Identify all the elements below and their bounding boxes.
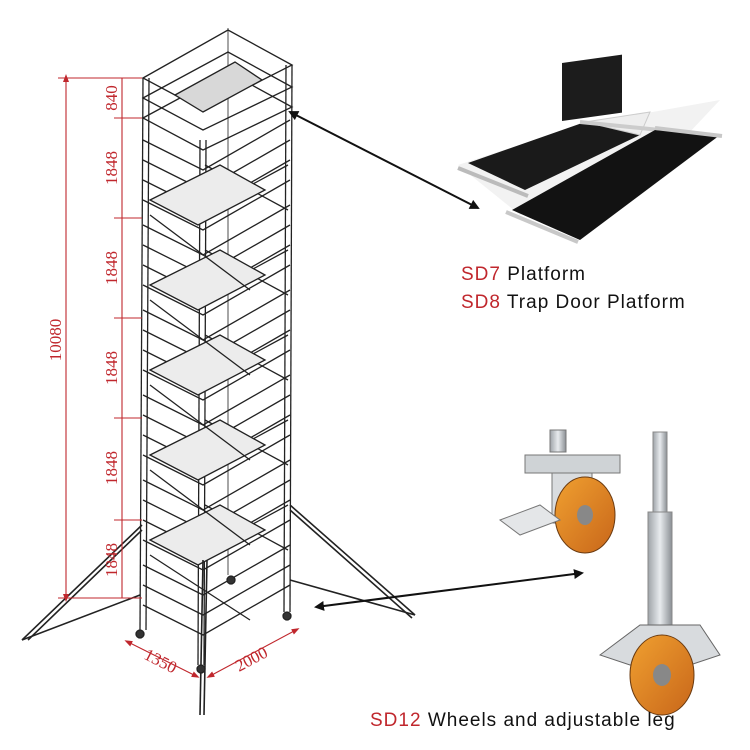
section-ticks (114, 117, 142, 521)
tower-stair-rails (149, 214, 251, 621)
dim-total-height: 10080 (46, 319, 65, 362)
dim-section-4: 1848 (102, 451, 121, 485)
caption-sd7-text: Platform (507, 264, 586, 285)
callout-arrows (288, 111, 584, 611)
caption-sd7-code: SD7 (461, 264, 501, 285)
castor-wheel-photo (498, 429, 621, 554)
sd7-platform (505, 126, 723, 244)
dim-base-width: 1350 (141, 645, 180, 677)
caption-sd12-code: SD12 (370, 710, 422, 731)
adjustable-leg-photo (598, 431, 721, 716)
dim-section-1: 1848 (102, 151, 121, 185)
dim-section-2: 1848 (102, 251, 121, 285)
dim-top-section: 840 (102, 85, 121, 111)
dimension-lines (58, 74, 300, 678)
tower-platforms (148, 164, 267, 566)
platforms-photo (457, 54, 723, 244)
dim-base-length: 2000 (232, 643, 271, 676)
arrow-to-platform (288, 111, 480, 209)
caption-sd12-text: Wheels and adjustable leg (427, 710, 676, 731)
tower-top-guardrail (141, 29, 294, 151)
scaffold-tower (21, 28, 416, 716)
caption-sd8: SD8 Trap Door Platform (461, 292, 686, 314)
arrow-to-wheels (314, 569, 584, 611)
caption-sd8-code: SD8 (461, 292, 501, 313)
caption-sd12: SD12 Wheels and adjustable leg (370, 710, 676, 732)
caption-sd8-text: Trap Door Platform (506, 292, 686, 313)
dim-section-3: 1848 (102, 351, 121, 385)
dim-section-5: 1848 (102, 543, 121, 577)
caption-sd7: SD7 Platform (461, 264, 586, 286)
